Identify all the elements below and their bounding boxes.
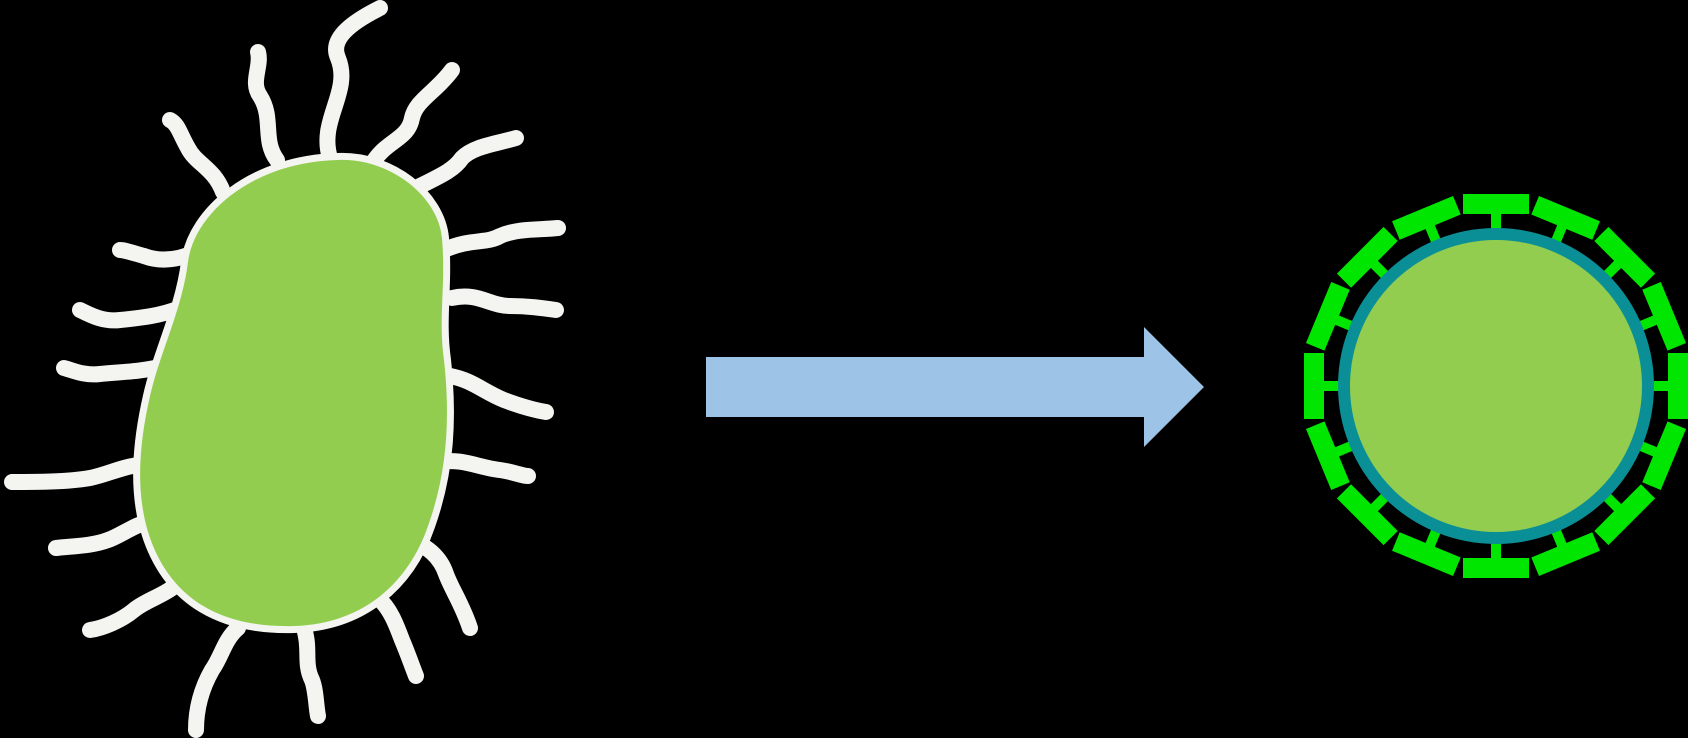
receptor-head [1392, 532, 1461, 576]
flagellum [12, 464, 152, 482]
flagellum [416, 138, 516, 188]
receptor-head [1531, 196, 1600, 240]
flagellum [450, 376, 546, 412]
flagellum [444, 228, 558, 250]
flagellum [90, 582, 180, 630]
flagellum [196, 628, 238, 730]
round-cell-with-surface-receptors-icon [1304, 194, 1688, 578]
receptor-head [1642, 282, 1686, 351]
receptor-head [1642, 421, 1686, 490]
receptor-head [1306, 421, 1350, 490]
flagellum [327, 8, 380, 158]
flagellum [170, 120, 223, 192]
flagellum [56, 520, 152, 548]
bacterium-with-flagella-icon [12, 8, 558, 730]
flagellum [440, 461, 528, 476]
receptor-head [1392, 196, 1461, 240]
receptor-head [1668, 353, 1688, 419]
receptor-head [1531, 532, 1600, 576]
flagellum [80, 308, 180, 320]
right-arrow-icon [706, 327, 1204, 447]
receptor-head [1463, 194, 1529, 214]
receptor-head [1306, 282, 1350, 351]
flagellum [372, 70, 452, 164]
receptor-head [1304, 353, 1324, 419]
flagellum [305, 632, 318, 716]
flagellum [452, 297, 556, 310]
receptor-head [1463, 558, 1529, 578]
flagellum [378, 598, 416, 676]
flagellum [256, 52, 277, 160]
bacterium-body [140, 160, 447, 626]
